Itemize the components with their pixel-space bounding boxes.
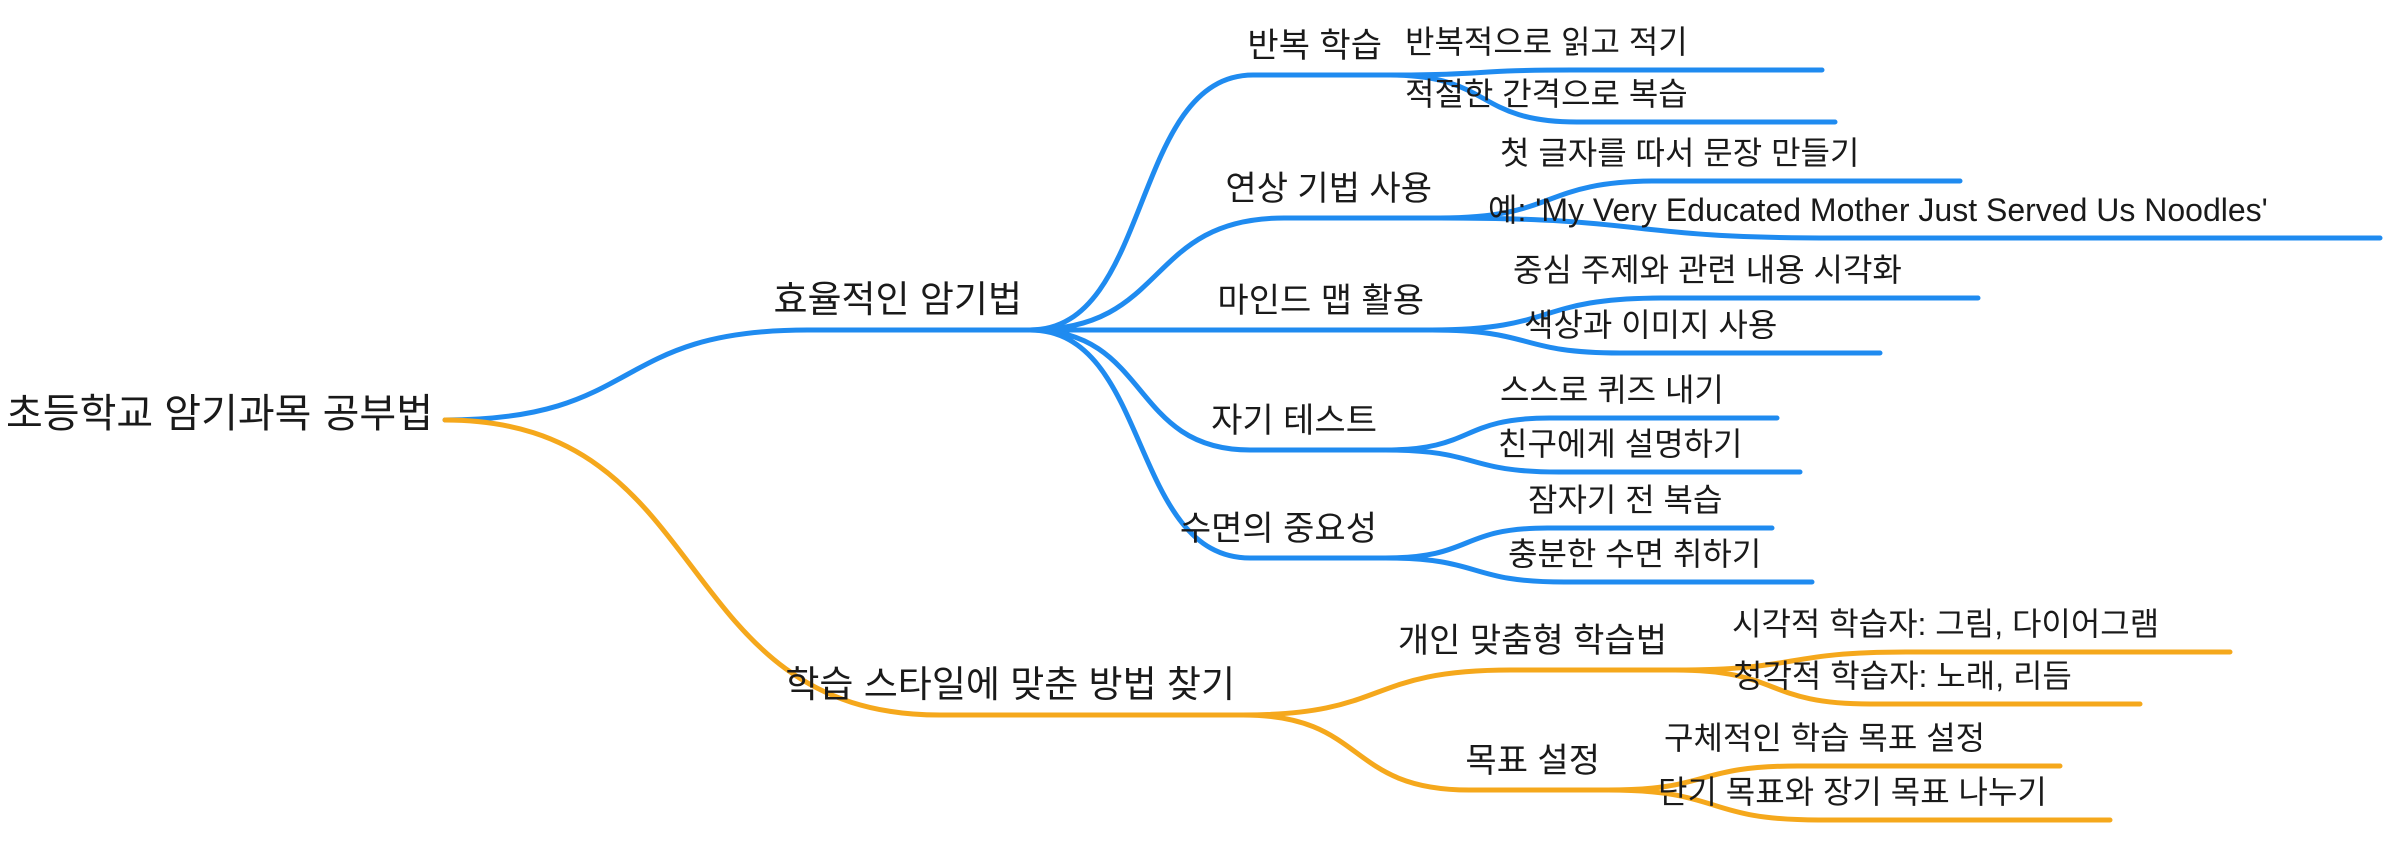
subbranch-label-0-3[interactable]: 자기 테스트: [1211, 402, 1377, 440]
leaf-label-0-0-0[interactable]: 반복적으로 읽고 적기: [1405, 24, 1688, 60]
subbranch-label-1-0[interactable]: 개인 맞춤형 학습법: [1397, 622, 1667, 660]
leaf-connector-0-1-1: [1437, 215, 2383, 241]
subbranch-connector-0-3: [1027, 327, 1388, 453]
leaf-label-0-1-1[interactable]: 예: 'My Very Educated Mother Just Served …: [1488, 192, 2268, 228]
leaf-connector-0-3-0: [1382, 415, 1780, 453]
leaf-label-1-1-1[interactable]: 단기 목표와 장기 목표 나누기: [1658, 774, 2047, 810]
leaf-connector-1-0-1: [1672, 667, 2143, 707]
leaf-label-0-0-1[interactable]: 적절한 간격으로 복습: [1405, 76, 1688, 112]
leaf-label-0-2-1[interactable]: 색상과 이미지 사용: [1524, 307, 1778, 343]
leaf-label-0-4-1[interactable]: 충분한 수면 취하기: [1508, 536, 1762, 572]
subbranch-connector-1-0: [1240, 667, 1678, 718]
leaf-label-0-1-0[interactable]: 첫 글자를 따서 문장 만들기: [1500, 135, 1860, 171]
leaf-connector-0-2-0: [1429, 295, 1981, 333]
subbranch-label-0-0[interactable]: 반복 학습: [1247, 27, 1382, 65]
leaf-connector-0-3-1: [1382, 447, 1803, 475]
subbranch-label-1-1[interactable]: 목표 설정: [1465, 742, 1600, 780]
branch-connector-0: [442, 327, 1033, 423]
subbranch-connector-0-1: [1027, 215, 1443, 333]
leaf-label-1-0-1[interactable]: 청각적 학습자: 노래, 리듬: [1733, 658, 2072, 694]
leaf-label-1-0-0[interactable]: 시각적 학습자: 그림, 다이어그램: [1732, 606, 2160, 642]
leaf-connector-1-0-0: [1672, 649, 2233, 673]
subbranch-label-0-2[interactable]: 마인드 맵 활용: [1217, 282, 1424, 320]
branch-connector-1: [442, 417, 1246, 718]
leaf-label-0-3-0[interactable]: 스스로 퀴즈 내기: [1500, 372, 1724, 408]
subbranch-connector-1-1: [1240, 712, 1611, 793]
subbranch-connector-0-4: [1027, 327, 1388, 561]
leaf-connector-0-0-0: [1387, 67, 1825, 78]
subbranch-label-0-1[interactable]: 연상 기법 사용: [1225, 170, 1432, 208]
leaf-label-1-1-0[interactable]: 구체적인 학습 목표 설정: [1664, 720, 1986, 756]
branch-label-0[interactable]: 효율적인 암기법: [773, 279, 1022, 320]
leaf-connector-0-0-1: [1387, 72, 1838, 125]
leaf-connector-0-2-1: [1429, 327, 1883, 356]
branch-label-1[interactable]: 학습 스타일에 맞춘 방법 찾기: [785, 664, 1235, 705]
leaf-connector-0-4-1: [1382, 555, 1815, 585]
leaf-connector-1-1-1: [1605, 787, 2113, 823]
subbranch-connector-0-0: [1027, 72, 1393, 333]
leaf-label-0-4-0[interactable]: 잠자기 전 복습: [1528, 482, 1723, 518]
leaf-label-0-3-1[interactable]: 친구에게 설명하기: [1498, 426, 1743, 462]
subbranch-label-0-4[interactable]: 수면의 중요성: [1179, 510, 1377, 548]
leaf-label-0-2-0[interactable]: 중심 주제와 관련 내용 시각화: [1513, 252, 1902, 288]
root-node-label[interactable]: 초등학교 암기과목 공부법: [5, 392, 433, 436]
